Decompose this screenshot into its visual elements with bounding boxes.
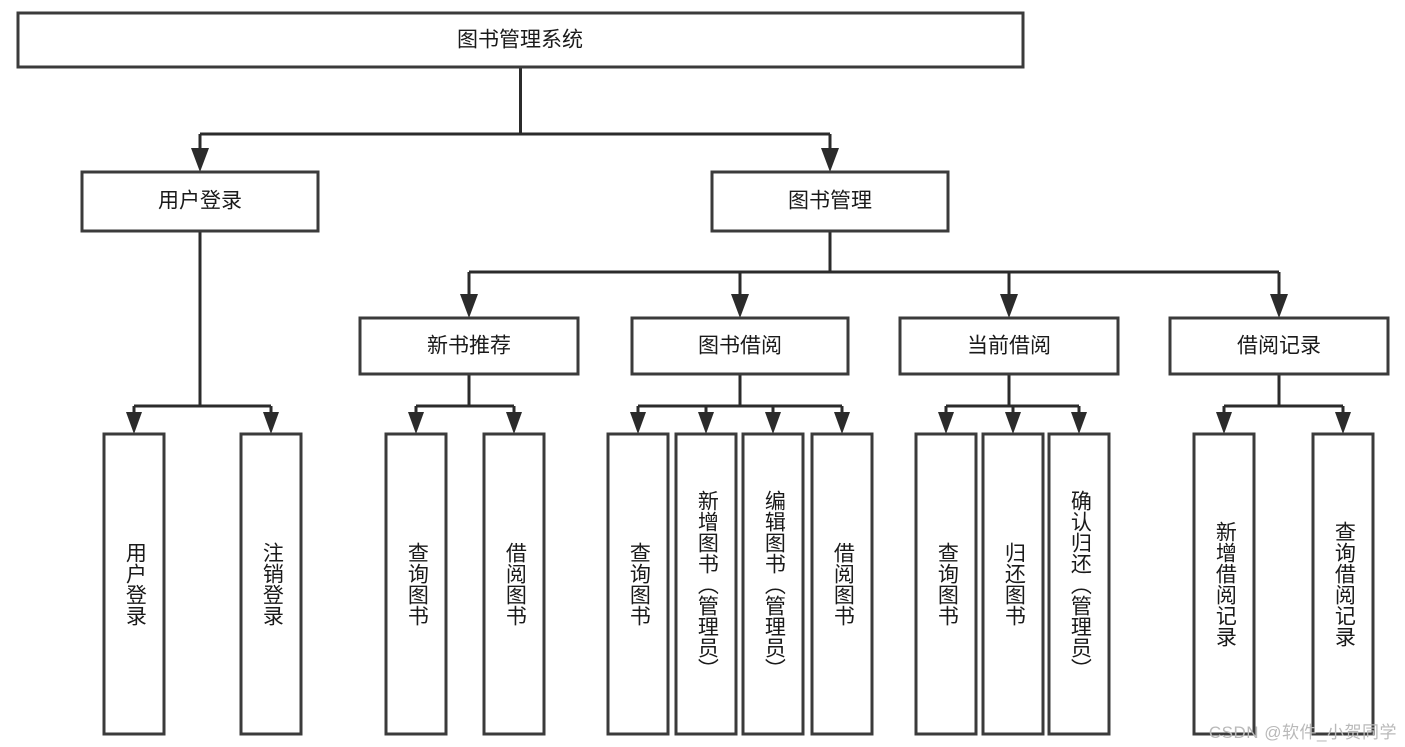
arrow-head-leaf-borrow-edit-book [765,412,781,434]
arrow-head-leaf-rec-query-book [408,412,424,434]
leaf-boxes-layer [102,432,1375,736]
connectors-layer [126,67,1351,434]
csdn-watermark: CSDN @软件_小贺同学 [1208,723,1397,742]
node-leaf-rec-add-record-box[interactable] [1192,432,1256,736]
node-leaf-cur-return-book-box[interactable] [981,432,1045,736]
arrow-head-leaf-rec-query-record [1335,412,1351,434]
node-book-manage-box[interactable] [710,170,950,233]
node-book-borrow-label: 图书借阅 [698,335,782,358]
node-book-borrow-box[interactable] [630,316,850,376]
arrow-head-leaf-cur-query-book [938,412,954,434]
node-leaf-rec-borrow-book-box[interactable] [482,432,546,736]
arrow-head-book-manage [821,148,839,172]
node-current-borrow-box[interactable] [898,316,1120,376]
node-leaf-user-login-box[interactable] [102,432,166,736]
arrow-head-leaf-rec-add-record [1216,412,1232,434]
node-current-borrow[interactable]: 当前借阅 [898,316,1120,376]
arrow-head-leaf-borrow-add-book [698,412,714,434]
node-leaf-borrow-borrow-book-box[interactable] [810,432,874,736]
node-leaf-rec-query-book-box[interactable] [384,432,448,736]
arrow-head-new-book-rec [460,294,478,318]
node-user-login-box[interactable] [80,170,320,233]
arrow-head-leaf-borrow-query-book [630,412,646,434]
node-user-login[interactable]: 用户登录 [80,170,320,233]
node-leaf-user-logout-box[interactable] [239,432,303,736]
node-root[interactable]: 图书管理系统 [16,11,1025,69]
node-book-borrow[interactable]: 图书借阅 [630,316,850,376]
arrow-head-leaf-borrow-borrow-book [834,412,850,434]
arrow-head-leaf-rec-borrow-book [506,412,522,434]
node-leaf-borrow-edit-book-box[interactable] [741,432,805,736]
node-root-label: 图书管理系统 [457,29,583,52]
node-leaf-rec-query-record-box[interactable] [1311,432,1375,736]
node-borrow-record[interactable]: 借阅记录 [1168,316,1390,376]
arrow-head-book-borrow [731,294,749,318]
node-leaf-cur-query-book-box[interactable] [914,432,978,736]
arrow-head-current-borrow [1000,294,1018,318]
node-borrow-record-label: 借阅记录 [1237,335,1321,358]
arrow-head-leaf-cur-confirm-return [1071,412,1087,434]
node-current-borrow-label: 当前借阅 [967,335,1051,358]
node-leaf-cur-confirm-return-box[interactable] [1047,432,1111,736]
arrow-head-leaf-user-login [126,412,142,434]
arrow-head-leaf-user-logout [263,412,279,434]
node-book-manage[interactable]: 图书管理 [710,170,950,233]
arrow-head-leaf-cur-return-book [1005,412,1021,434]
node-leaf-borrow-query-book-box[interactable] [606,432,670,736]
node-root-box[interactable] [16,11,1025,69]
arrow-head-borrow-record [1270,294,1288,318]
node-new-book-rec-box[interactable] [358,316,580,376]
node-new-book-rec[interactable]: 新书推荐 [358,316,580,376]
node-book-manage-label: 图书管理 [788,190,872,213]
arrow-head-user-login [191,148,209,172]
node-user-login-label: 用户登录 [158,190,242,213]
node-new-book-rec-label: 新书推荐 [427,335,511,358]
node-leaf-borrow-add-book-box[interactable] [674,432,738,736]
node-borrow-record-box[interactable] [1168,316,1390,376]
